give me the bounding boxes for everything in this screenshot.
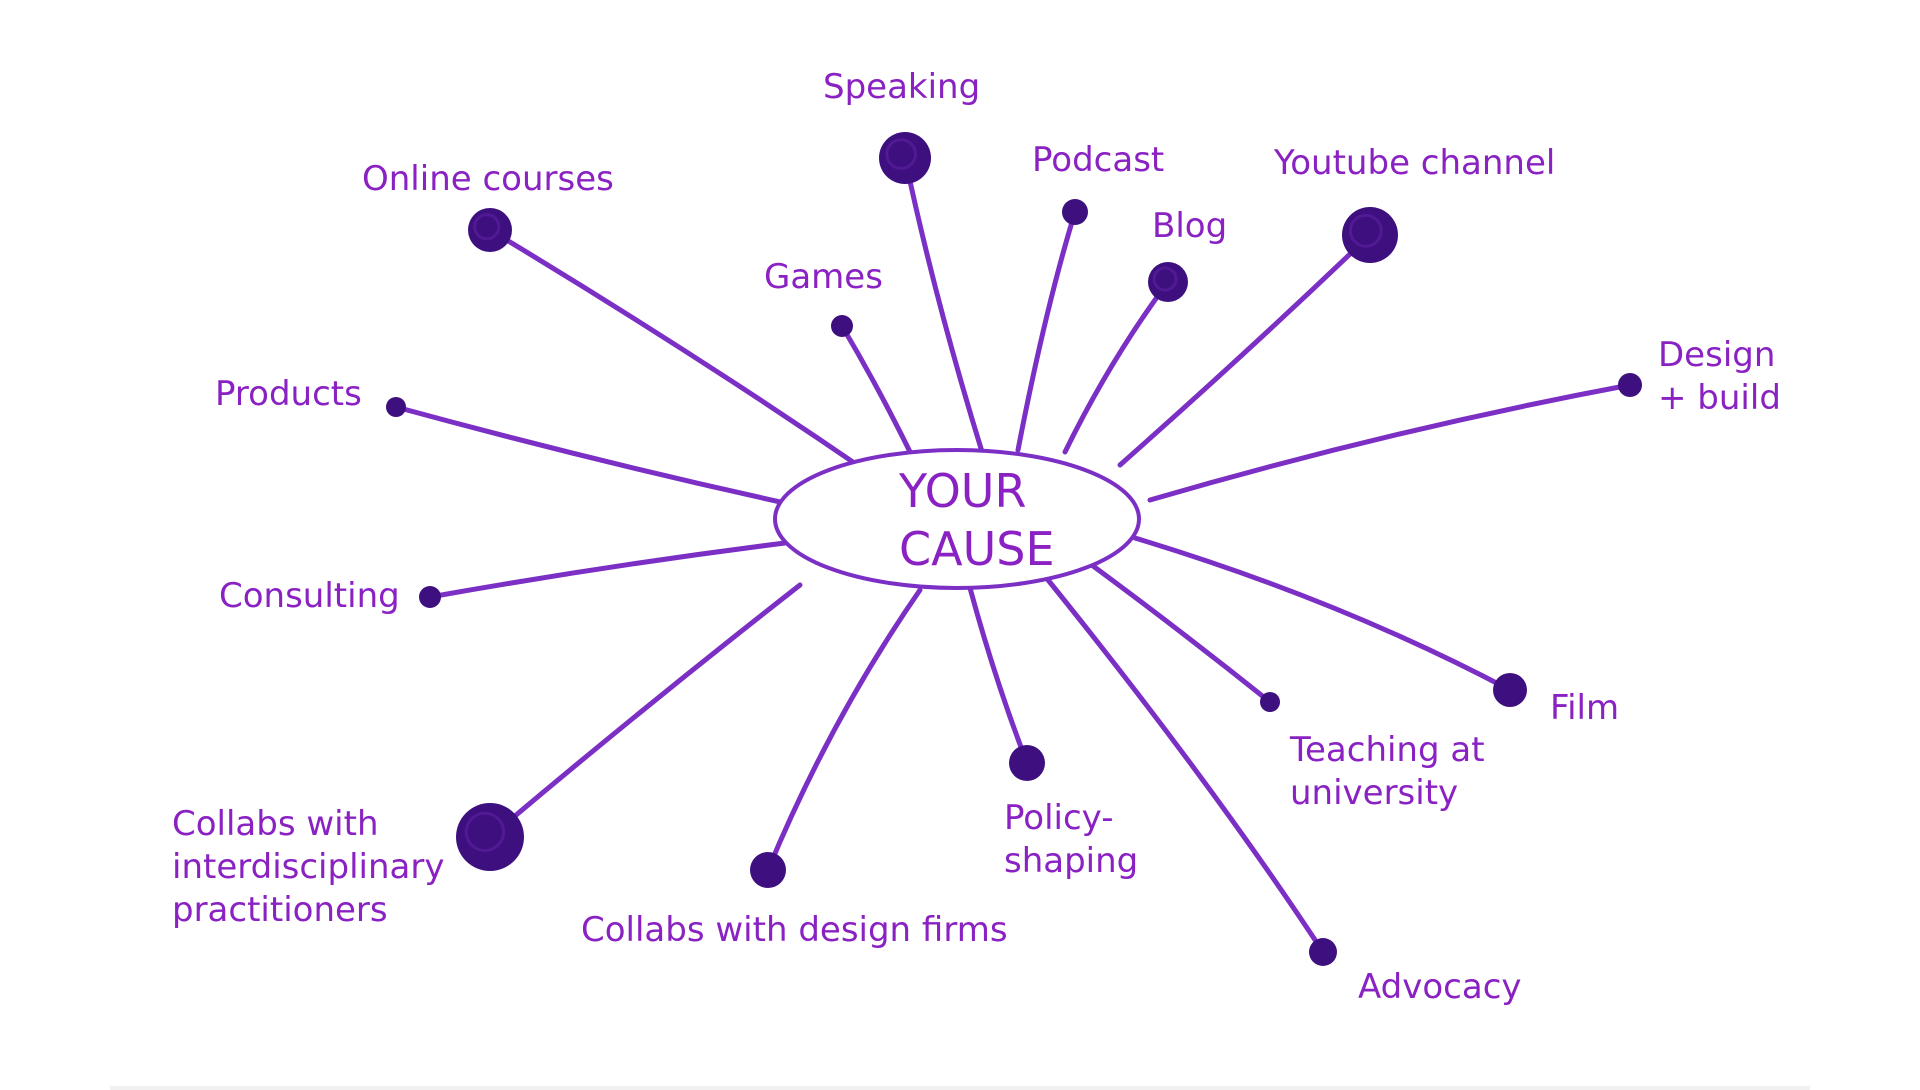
connector-design-build — [1147, 382, 1633, 503]
node-dot-film — [1493, 673, 1527, 707]
connector-collabs-interdisciplinary — [487, 582, 803, 840]
node-label-policy: Policy- shaping — [1004, 798, 1139, 881]
connector-lines — [393, 155, 1633, 955]
connector-speaking — [902, 155, 986, 458]
connector-film — [1132, 535, 1513, 693]
connector-advocacy — [1037, 567, 1326, 955]
connector-podcast — [1015, 209, 1078, 453]
node-dot-ring-speaking — [885, 138, 917, 170]
node-dot-design-build — [1618, 373, 1642, 397]
node-label-collabs-interdisciplinary: Collabs with interdisciplinary practitio… — [172, 804, 445, 930]
node-dot-advocacy — [1309, 938, 1337, 966]
node-label-online-courses: Online courses — [362, 159, 614, 199]
connector-teaching — [1082, 557, 1273, 705]
connector-products — [393, 404, 788, 506]
connector-games — [839, 323, 918, 465]
node-label-teaching: Teaching at university — [1290, 730, 1485, 813]
node-dot-policy — [1009, 745, 1045, 781]
node-label-design-build: Design + build — [1658, 335, 1781, 418]
node-dot-collabs-interdisciplinary — [456, 803, 524, 871]
connector-collabs-design — [765, 587, 923, 873]
node-dot-teaching — [1260, 692, 1280, 712]
bottom-divider — [110, 1086, 1810, 1090]
node-dot-podcast — [1062, 199, 1088, 225]
node-dot-consulting — [419, 586, 441, 608]
node-label-collabs-design: Collabs with design firms — [581, 910, 1008, 950]
node-dot-collabs-design — [750, 852, 786, 888]
node-label-games: Games — [764, 257, 883, 297]
node-dot-ring-collabs-interdisciplinary — [464, 811, 506, 853]
node-label-speaking: Speaking — [823, 67, 981, 107]
center-ellipse — [773, 448, 1141, 590]
node-label-blog: Blog — [1152, 206, 1228, 246]
node-label-advocacy: Advocacy — [1358, 967, 1522, 1007]
node-dot-ring-youtube — [1348, 213, 1383, 248]
node-dot-games — [831, 315, 853, 337]
center-label: YOUR CAUSE — [899, 464, 1055, 576]
connector-online-courses — [487, 227, 875, 478]
node-dots — [386, 132, 1642, 966]
node-dot-ring-online-courses — [473, 213, 501, 241]
node-label-youtube: Youtube channel — [1274, 143, 1556, 183]
connector-youtube — [1117, 232, 1373, 468]
node-dot-products — [386, 397, 406, 417]
node-label-podcast: Podcast — [1032, 140, 1165, 180]
node-dot-youtube — [1342, 207, 1398, 263]
connector-policy — [967, 585, 1030, 766]
node-dot-ring-blog — [1152, 266, 1178, 292]
node-label-film: Film — [1550, 688, 1620, 728]
connector-blog — [1062, 279, 1171, 455]
node-label-products: Products — [215, 374, 362, 414]
node-label-consulting: Consulting — [219, 576, 400, 616]
connector-consulting — [427, 540, 788, 600]
